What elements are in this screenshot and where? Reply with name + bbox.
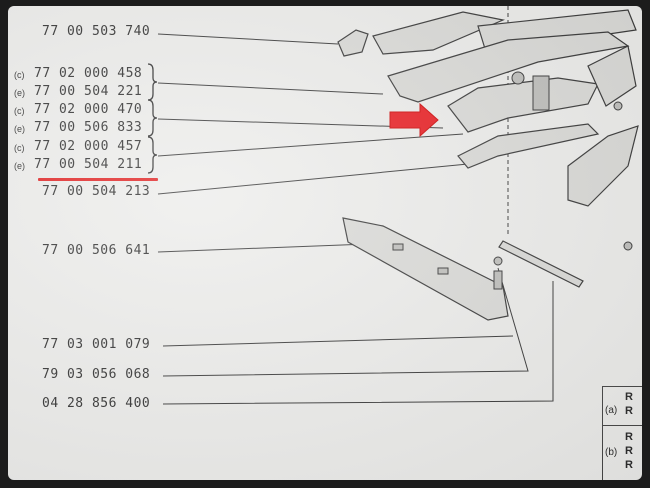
legend-value: R: [625, 445, 633, 457]
part-number: 77 02 000 458: [34, 66, 143, 81]
part-code: (c): [14, 70, 25, 80]
part-code: (e): [14, 88, 25, 98]
nut-part: [613, 101, 623, 111]
leader-line: [157, 133, 464, 157]
legend-label-a: (a): [605, 405, 618, 416]
slot-part: [392, 243, 404, 251]
variant-legend: (a) R R (b) R R R: [602, 386, 642, 480]
exploded-parts-drawing: [157, 6, 639, 405]
part-code: (c): [14, 106, 25, 116]
slot-part: [437, 267, 449, 275]
part-number: 77 00 504 211: [34, 157, 143, 172]
brace-icon: [147, 63, 158, 101]
legend-value: R: [625, 391, 633, 403]
tie-rod-part: [498, 240, 584, 288]
brace-icon: [147, 136, 158, 174]
part-code: (c): [14, 143, 25, 153]
part-number: 77 02 000 457: [34, 139, 143, 154]
legend-value: R: [625, 431, 633, 443]
part-number: 77 00 503 740: [42, 24, 151, 39]
leader-line: [162, 281, 554, 405]
highlight-underline: [38, 178, 158, 181]
part-code: (e): [14, 161, 25, 171]
part-number: 77 02 000 470: [34, 102, 143, 117]
leader-line: [157, 163, 469, 195]
lower-arm-part: [457, 123, 600, 169]
part-number: 04 28 856 400: [42, 396, 151, 411]
brace-icon: [147, 99, 158, 137]
part-number: 77 03 001 079: [42, 337, 151, 352]
leader-line: [162, 335, 514, 347]
part-number: 77 00 504 213: [42, 184, 151, 199]
front-panel-part: [342, 217, 509, 321]
part-number: 77 00 506 641: [42, 243, 151, 258]
red-arrow-icon: [389, 102, 439, 138]
leader-line: [157, 82, 384, 95]
legend-value: R: [625, 459, 633, 471]
nut-part: [623, 241, 633, 251]
side-member-part: [387, 31, 630, 103]
right-bracket-part: [587, 45, 637, 107]
mount-block-part: [532, 75, 550, 111]
part-code: (e): [14, 124, 25, 134]
bolt-part: [493, 270, 503, 290]
right-frame-part: [567, 125, 639, 207]
washer-part: [493, 256, 503, 266]
part-number: 79 03 056 068: [42, 367, 151, 382]
leader-line: [157, 33, 339, 45]
brace-marks: [147, 63, 158, 174]
part-number: 77 00 506 833: [34, 120, 143, 135]
upper-rail-part: [372, 11, 506, 55]
legend-label-b: (b): [605, 447, 618, 458]
crossmember-part: [447, 77, 599, 133]
catalog-page: 77 00 503 740 (c) 77 02 000 458 (e) 77 0…: [8, 6, 642, 480]
legend-value: R: [625, 405, 633, 417]
bracket-part: [337, 29, 369, 57]
leader-line: [157, 243, 369, 253]
bushing-part: [511, 71, 525, 85]
leader-line: [162, 267, 529, 377]
part-number: 77 00 504 221: [34, 84, 143, 99]
